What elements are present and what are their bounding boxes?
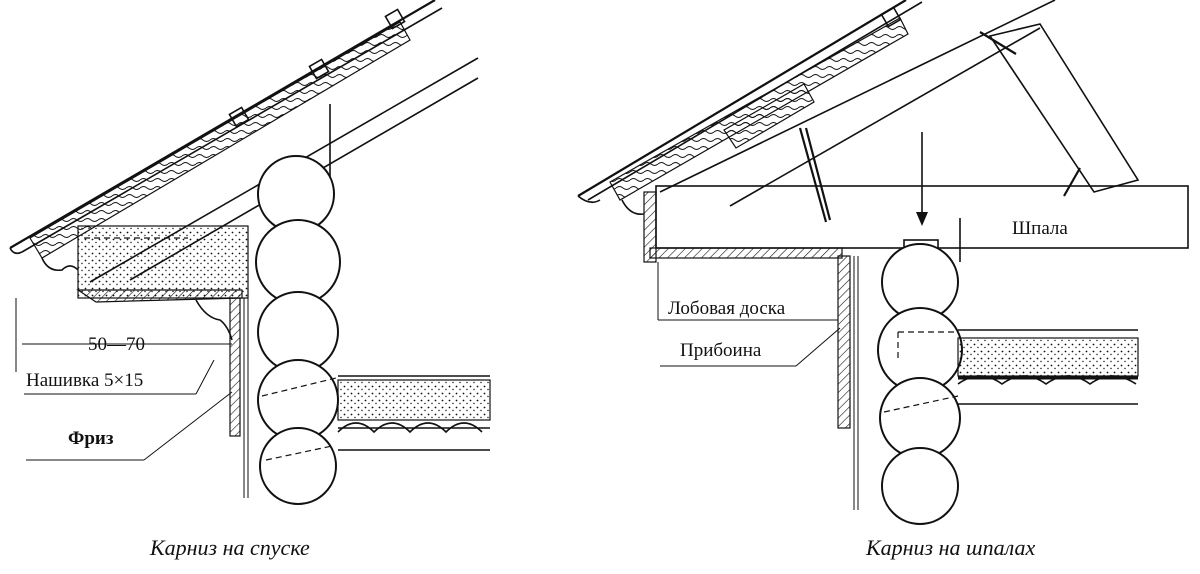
rafter-underside bbox=[729, 27, 1041, 207]
leader-line bbox=[195, 359, 215, 395]
eaves-board bbox=[77, 225, 249, 299]
log-dash bbox=[261, 377, 337, 397]
log-dash bbox=[883, 395, 959, 413]
load-arrow-head bbox=[916, 212, 928, 226]
leader-line bbox=[795, 327, 841, 367]
priboina-label: Прибоина bbox=[680, 340, 762, 361]
log bbox=[879, 377, 961, 459]
shpala-label: Шпала bbox=[1012, 218, 1068, 239]
soffit-board bbox=[649, 247, 843, 259]
ceiling-arcs bbox=[337, 422, 483, 434]
nail bbox=[804, 127, 832, 221]
dimension-label: 50—70 bbox=[88, 334, 145, 355]
batten bbox=[308, 58, 330, 80]
roof-slope-outer bbox=[9, 0, 436, 249]
friz-label: Фриз bbox=[68, 428, 114, 449]
nashivka-label: Нашивка 5×15 bbox=[26, 370, 143, 391]
roof-upper-line bbox=[659, 0, 1056, 193]
nail bbox=[798, 127, 828, 223]
rafter-block bbox=[988, 23, 1140, 193]
lobovaya-label: Лобовая доска bbox=[668, 298, 786, 319]
priboina-board bbox=[837, 255, 851, 429]
log-dash bbox=[265, 445, 333, 461]
batten bbox=[880, 6, 902, 28]
frieze-board bbox=[229, 297, 241, 437]
roof-board-band bbox=[29, 21, 411, 259]
lobovaya-board bbox=[643, 191, 657, 263]
soffit-board bbox=[76, 289, 243, 303]
log bbox=[259, 427, 337, 505]
roof-slope-outer bbox=[577, 0, 907, 197]
left-eaves-drawing: 50—70 Нашивка 5×15 Фриз Карниз на спуске bbox=[9, 0, 491, 560]
eaves-profile bbox=[9, 247, 79, 272]
rafter-mark bbox=[1063, 167, 1081, 197]
ceiling-beam bbox=[337, 379, 491, 421]
eaves-profile bbox=[577, 195, 645, 216]
frieze-bracket bbox=[195, 299, 233, 341]
right-caption: Карниз на шпалах bbox=[865, 535, 1035, 560]
rafter-grain bbox=[723, 83, 815, 149]
batten bbox=[384, 8, 406, 30]
ceiling-beam bbox=[957, 337, 1139, 377]
right-eaves-drawing: Шпала Лобовая доска Прибоина Карниз на ш… bbox=[577, 0, 1189, 560]
roof-board-band bbox=[609, 17, 909, 201]
log bbox=[881, 447, 959, 525]
rafter-mark bbox=[979, 31, 1017, 55]
left-caption: Карниз на спуске bbox=[149, 535, 310, 560]
leader-line bbox=[143, 391, 233, 461]
batten bbox=[228, 106, 250, 128]
